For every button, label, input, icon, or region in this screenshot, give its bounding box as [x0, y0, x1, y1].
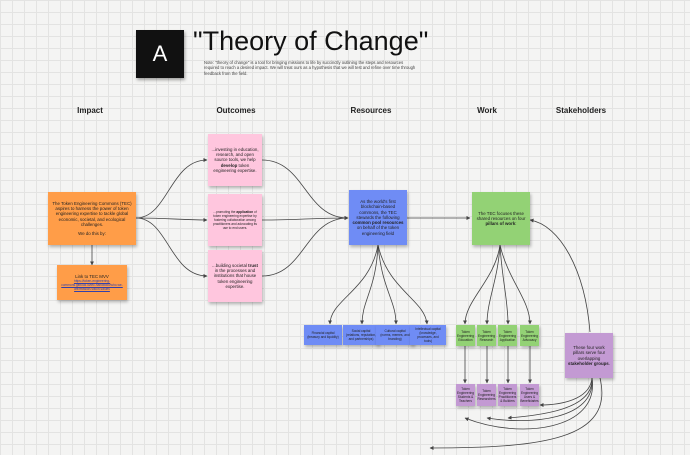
pillar-research-sticky[interactable]: Token Engineering Research	[477, 325, 496, 346]
work-text: The TEC focuses these shared resources o…	[476, 210, 526, 227]
connector-trust-resources	[261, 216, 349, 277]
stakeholders-sticky[interactable]: These four work pillars serve four overl…	[565, 333, 613, 378]
connector-resources-intellectual	[377, 244, 429, 325]
mvv-link-url[interactable]: https://token-engineering-commons.gitboo…	[61, 279, 123, 292]
column-heading-resources[interactable]: Resources	[350, 106, 392, 115]
connector-resources-social	[360, 244, 379, 325]
capital-cultural-text: Cultural capital (norms, memes, and bran…	[380, 329, 410, 341]
resources-sticky[interactable]: As the world's first blockchain-based co…	[349, 190, 407, 245]
header-note[interactable]: Note: "theory of change" is a tool for b…	[204, 60, 416, 76]
impact-text: The Token Engineering Commons (TEC) aspi…	[52, 200, 132, 227]
capital-social-sticky[interactable]: Social capital (relations, reputation, a…	[343, 325, 379, 345]
mvv-link-label: Link to TEC MVV	[75, 273, 109, 279]
capital-cultural-sticky[interactable]: Cultural capital (norms, memes, and bran…	[376, 325, 414, 345]
group-researchers-text: Token Engineering Researchers	[477, 389, 496, 401]
connector-resources-cultural	[377, 244, 398, 325]
connector-work-advocacy	[499, 244, 532, 325]
connector-application-resources	[261, 216, 349, 221]
impact-cta: We do this by:	[78, 231, 106, 237]
connector-work-education	[463, 244, 501, 325]
pillar-education-text: Token Engineering Education	[457, 329, 475, 342]
connector-resources-financial	[328, 244, 379, 325]
logo-square: A	[136, 30, 184, 78]
connector-impact-develop	[135, 158, 208, 219]
column-heading-work[interactable]: Work	[477, 106, 497, 115]
group-users-text: Token Engineering Users & Beneficiaries	[520, 387, 539, 403]
impact-sticky[interactable]: The Token Engineering Commons (TEC) aspi…	[48, 192, 136, 245]
connector-stakeholders-loop-4	[539, 377, 593, 407]
column-heading-stakeholders[interactable]: Stakeholders	[555, 106, 607, 115]
connector-stakeholders-work	[529, 218, 591, 333]
group-researchers-sticky[interactable]: Token Engineering Researchers	[477, 384, 496, 406]
connector-develop-resources	[261, 159, 349, 220]
pillar-advocacy-sticky[interactable]: Token Engineering Advocacy	[520, 325, 539, 346]
connector-stakeholders-return	[429, 377, 603, 450]
connector-stakeholders-loop-3	[507, 377, 593, 420]
pillar-application-sticky[interactable]: Token Engineering Application	[498, 325, 517, 346]
capital-intellectual-sticky[interactable]: Intellectual capital (knowledge, process…	[410, 325, 446, 345]
pillar-application-text: Token Engineering Application	[499, 329, 517, 342]
connector-work-research	[485, 244, 501, 325]
mvv-link-sticky[interactable]: Link to TEC MVV https://token-engineerin…	[57, 265, 127, 300]
pillar-research-text: Token Engineering Research	[478, 329, 496, 342]
outcome-application-sticky[interactable]: ...promoting the application of token en…	[208, 194, 262, 246]
group-practitioners-sticky[interactable]: Token Engineering Practitioners & Builde…	[498, 384, 517, 406]
outcome-trust-sticky[interactable]: ...building societal trust in the proces…	[208, 250, 262, 302]
capital-intellectual-text: Intellectual capital (knowledge, process…	[415, 327, 441, 343]
connector-work-application	[499, 244, 510, 325]
capital-financial-sticky[interactable]: Financial capital (treasury and liquidit…	[304, 325, 342, 345]
outcome-trust-text: ...building societal trust in the proces…	[212, 262, 258, 289]
work-sticky[interactable]: The TEC focuses these shared resources o…	[472, 192, 530, 245]
pillar-advocacy-text: Token Engineering Advocacy	[521, 329, 539, 342]
capital-financial-text: Financial capital (treasury and liquidit…	[307, 331, 339, 339]
capital-social-text: Social capital (relations, reputation, a…	[346, 329, 376, 341]
group-students-text: Token Engineering Students & Teachers	[457, 387, 475, 403]
column-heading-outcomes[interactable]: Outcomes	[216, 106, 256, 115]
connector-stakeholders-loop-2	[486, 377, 593, 422]
resources-text: As the world's first blockchain-based co…	[352, 198, 404, 236]
group-users-sticky[interactable]: Token Engineering Users & Beneficiaries	[520, 384, 539, 406]
logo-letter: A	[152, 41, 168, 66]
outcome-develop-sticky[interactable]: ...investing in education, research, and…	[208, 134, 262, 186]
connector-impact-trust	[135, 217, 208, 278]
stakeholders-text: These four work pillars serve four overl…	[568, 344, 610, 366]
pillar-education-sticky[interactable]: Token Engineering Education	[456, 325, 475, 346]
outcome-develop-text: ...investing in education, research, and…	[211, 146, 259, 173]
connector-stakeholders-loop-1	[464, 377, 593, 430]
outcome-application-text: ...promoting the application of token en…	[213, 210, 257, 230]
page-title[interactable]: "Theory of Change"	[193, 26, 429, 56]
group-students-sticky[interactable]: Token Engineering Students & Teachers	[456, 384, 475, 406]
group-practitioners-text: Token Engineering Practitioners & Builde…	[498, 387, 517, 403]
column-heading-impact[interactable]: Impact	[77, 106, 103, 115]
connector-impact-application	[135, 217, 208, 222]
